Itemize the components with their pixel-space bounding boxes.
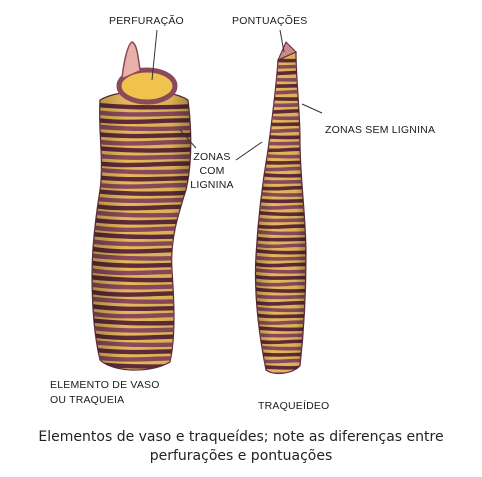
figure-caption: Elementos de vaso e traqueídes; note as … (0, 428, 482, 466)
leader-pontuacoes (280, 30, 284, 52)
label-elemento-vaso: ELEMENTO DE VASO OU TRAQUEIA (50, 378, 160, 408)
label-zonas: ZONAS (186, 150, 238, 164)
caption-line-2: perfurações e pontuações (0, 447, 482, 466)
label-zonas-com-lignina: ZONAS COM LIGNINA (186, 150, 238, 192)
label-elemento-vaso-line2: OU TRAQUEIA (50, 393, 160, 408)
leader-zonas-com-2 (236, 142, 262, 160)
label-elemento-vaso-line1: ELEMENTO DE VASO (50, 378, 160, 393)
vessel-element (88, 42, 196, 374)
label-perfuracao: PERFURAÇÃO (109, 15, 184, 27)
label-lignina: LIGNINA (186, 178, 238, 192)
lignin-band (88, 370, 196, 373)
leader-zonas-sem (302, 104, 322, 113)
tracheid (250, 42, 312, 374)
label-pontuacoes: PONTUAÇÕES (232, 15, 308, 27)
label-traqueideo: TRAQUEÍDEO (258, 400, 329, 412)
label-com: COM (186, 164, 238, 178)
diagram-figure (0, 0, 482, 420)
label-zonas-sem-lignina: ZONAS SEM LIGNINA (325, 124, 435, 136)
caption-line-1: Elementos de vaso e traqueídes; note as … (0, 428, 482, 447)
